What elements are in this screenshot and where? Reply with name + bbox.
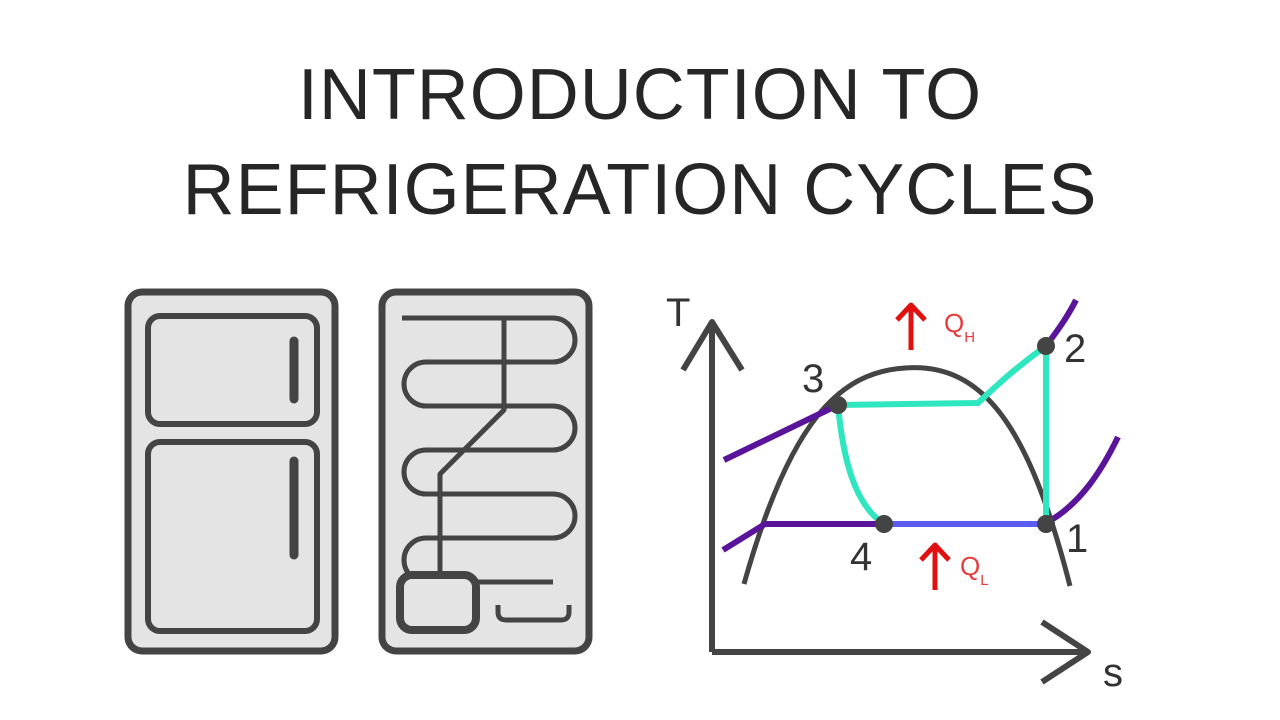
title-line-1: INTRODUCTION TO [297,55,983,135]
arrow-up-icon [919,542,951,590]
heat-in-label: QL [960,551,989,589]
t-s-diagram: T s 1 2 3 4 QH QL [666,291,1123,695]
t-axis-label: T [666,291,690,335]
refrigerator-icon [124,288,339,655]
expansion-process [835,404,886,527]
point-label-4: 4 [850,535,872,579]
condensation-process [837,343,1048,408]
s-axis-arrow-icon [1040,619,1091,685]
page-title: INTRODUCTION TO REFRIGERATION CYCLES [0,48,1280,238]
state-point-3 [829,396,847,414]
state-point-1 [1037,515,1055,533]
heat-out-label: QH [944,308,975,346]
refrigerator-coils-icon [378,288,593,655]
point-label-1: 1 [1066,517,1088,561]
point-label-3: 3 [802,357,824,401]
low-pressure-isobar-superheated [1044,435,1121,526]
high-pressure-isobar [722,402,840,463]
saturation-dome [741,365,1073,587]
state-point-2 [1037,337,1055,355]
heat-out-indicator: QH [895,302,975,350]
s-axis-label: s [1103,651,1123,695]
state-point-4 [875,515,893,533]
point-label-2: 2 [1064,327,1086,371]
arrow-up-icon [895,302,927,350]
title-line-2: REFRIGERATION CYCLES [182,150,1098,230]
low-pressure-isobar [721,521,884,553]
t-axis-arrow-icon [680,319,745,372]
heat-in-indicator: QL [919,542,989,590]
